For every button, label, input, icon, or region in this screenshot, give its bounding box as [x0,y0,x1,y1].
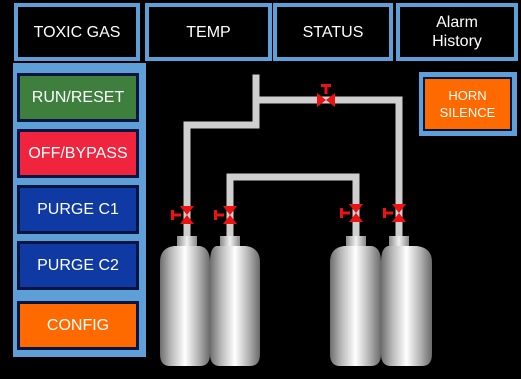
gas-cylinder-4 [381,236,432,366]
valve-cylinder-2[interactable] [214,206,237,224]
purge-c2-label: PURGE C2 [37,256,119,274]
horn-silence-button[interactable]: HORN SILENCE [423,77,512,131]
gas-cylinder-1 [160,236,210,366]
run-reset-label: RUN/RESET [31,88,125,106]
tab-toxic-gas[interactable]: TOXIC GAS [14,3,140,61]
gas-cylinder-3 [330,236,381,366]
valve-cylinder-3[interactable] [340,204,363,222]
config-label: CONFIG [46,316,110,334]
purge-c2-button[interactable]: PURGE C2 [17,241,139,290]
tab-status-label: STATUS [302,23,364,41]
purge-c1-button[interactable]: PURGE C1 [17,185,139,234]
purge-c1-label: PURGE C1 [37,200,119,218]
tab-alarm-history-label-line1: Alarm [436,14,478,31]
pipe-inner-loop [226,173,360,242]
valve-cylinder-1[interactable] [171,206,194,224]
pipe-outer-loop [183,96,260,242]
run-reset-button[interactable]: RUN/RESET [17,73,139,122]
horn-silence-label-line1: HORN [448,88,487,103]
tab-toxic-gas-label: TOXIC GAS [33,23,121,41]
tab-status[interactable]: STATUS [273,3,393,61]
off-bypass-label: OFF/BYPASS [28,144,128,162]
config-button[interactable]: CONFIG [17,301,139,350]
tab-temp[interactable]: TEMP [145,3,272,61]
gas-cylinder-2 [210,236,260,366]
off-bypass-button[interactable]: OFF/BYPASS [17,129,139,178]
horn-silence-label-line2: SILENCE [439,105,496,120]
tab-alarm-history[interactable]: Alarm History [396,3,518,61]
tab-temp-label: TEMP [186,23,231,41]
valve-manifold[interactable] [317,84,335,107]
tab-alarm-history-label-line2: History [432,33,482,50]
valve-cylinder-4[interactable] [383,204,406,222]
